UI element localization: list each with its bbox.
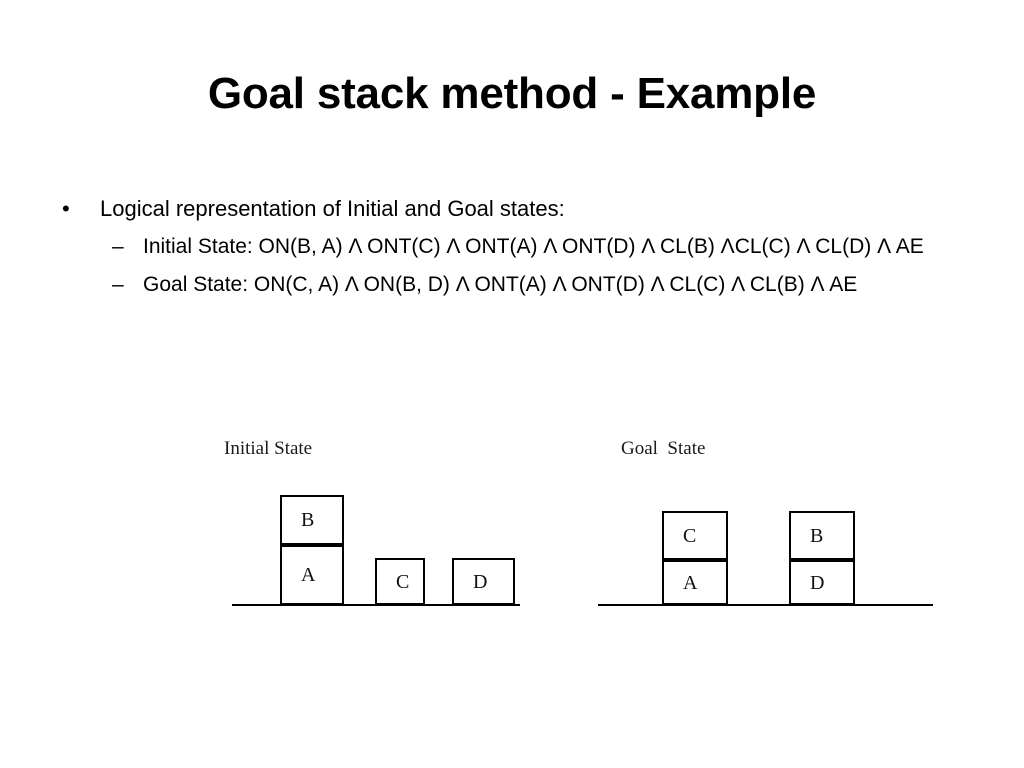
goal-state-formula: Goal State: ON(C, A) Λ ON(B, D) Λ ONT(A)…	[143, 273, 858, 296]
initial-state-ground-line	[232, 604, 520, 606]
slide-body: • Logical representation of Initial and …	[0, 192, 1024, 302]
block-letter: D	[473, 570, 488, 593]
bullet-item-goal-state: – Goal State: ON(C, A) Λ ON(B, D) Λ ONT(…	[0, 268, 1024, 302]
goal-block-d: D	[789, 560, 855, 605]
dash-marker-icon: –	[112, 235, 124, 258]
bullet-marker-icon: •	[62, 196, 70, 221]
goal-block-b: B	[789, 511, 855, 560]
block-letter: A	[683, 571, 698, 594]
goal-block-a: A	[662, 560, 728, 605]
goal-state-diagram-label: Goal State	[621, 438, 706, 459]
goal-block-c: C	[662, 511, 728, 560]
initial-block-b: B	[280, 495, 344, 545]
initial-state-diagram-label: Initial State	[224, 438, 313, 459]
dash-marker-icon: –	[112, 273, 124, 296]
bullet-item-initial-state: – Initial State: ON(B, A) Λ ONT(C) Λ ONT…	[0, 230, 1024, 264]
goal-state-ground-line	[598, 604, 933, 606]
block-letter: C	[683, 524, 697, 547]
block-letter: A	[301, 564, 316, 586]
initial-state-formula: Initial State: ON(B, A) Λ ONT(C) Λ ONT(A…	[143, 235, 924, 258]
block-letter: B	[301, 509, 315, 531]
bullet-intro-text: Logical representation of Initial and Go…	[100, 196, 565, 221]
block-letter: B	[810, 524, 824, 547]
initial-block-c: C	[375, 558, 425, 605]
bullet-item-intro: • Logical representation of Initial and …	[0, 192, 1024, 226]
block-letter: D	[810, 571, 825, 594]
block-letter: C	[396, 570, 410, 593]
initial-block-d: D	[452, 558, 515, 605]
page-title: Goal stack method - Example	[207, 69, 817, 118]
initial-block-a: A	[280, 545, 344, 605]
